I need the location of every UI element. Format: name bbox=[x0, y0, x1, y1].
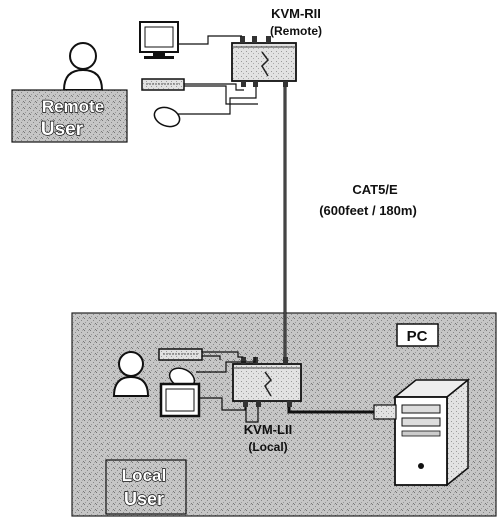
remote-user-box: Remote User bbox=[11, 89, 128, 143]
remote-mouse-icon bbox=[153, 106, 181, 128]
local-to-pc-cable bbox=[287, 407, 380, 414]
pc-tower-icon bbox=[392, 378, 471, 487]
kvm-rii-remote-unit bbox=[231, 36, 297, 87]
local-unit-role: (Local) bbox=[248, 440, 287, 454]
local-peripheral-cables bbox=[196, 351, 259, 423]
remote-unit-name: KVM-RII bbox=[271, 6, 321, 21]
remote-keyboard-icon bbox=[141, 78, 185, 91]
local-user-line1: Local bbox=[122, 466, 166, 485]
remote-user-line1: Remote bbox=[42, 97, 104, 116]
remote-monitor-icon bbox=[139, 21, 179, 59]
cable-type-label: CAT5/E bbox=[352, 182, 398, 197]
kvm-lii-local-unit bbox=[232, 357, 302, 407]
local-keyboard-icon bbox=[158, 348, 203, 361]
remote-user-line2: User bbox=[41, 119, 84, 140]
local-user-line2: User bbox=[124, 489, 164, 509]
local-user-box: Local User bbox=[105, 459, 187, 515]
remote-peripheral-cables bbox=[178, 35, 258, 115]
remote-user-person-icon bbox=[62, 42, 104, 91]
local-unit-name: KVM-LII bbox=[244, 422, 292, 437]
pc-connector-icon bbox=[373, 404, 397, 420]
pc-label: PC bbox=[407, 328, 428, 345]
local-monitor-icon bbox=[159, 382, 201, 418]
remote-unit-role: (Remote) bbox=[270, 24, 322, 38]
local-user-person-icon bbox=[112, 351, 150, 397]
pc-label-box: PC bbox=[396, 323, 439, 347]
cable-length-label: (600feet / 180m) bbox=[319, 203, 417, 218]
